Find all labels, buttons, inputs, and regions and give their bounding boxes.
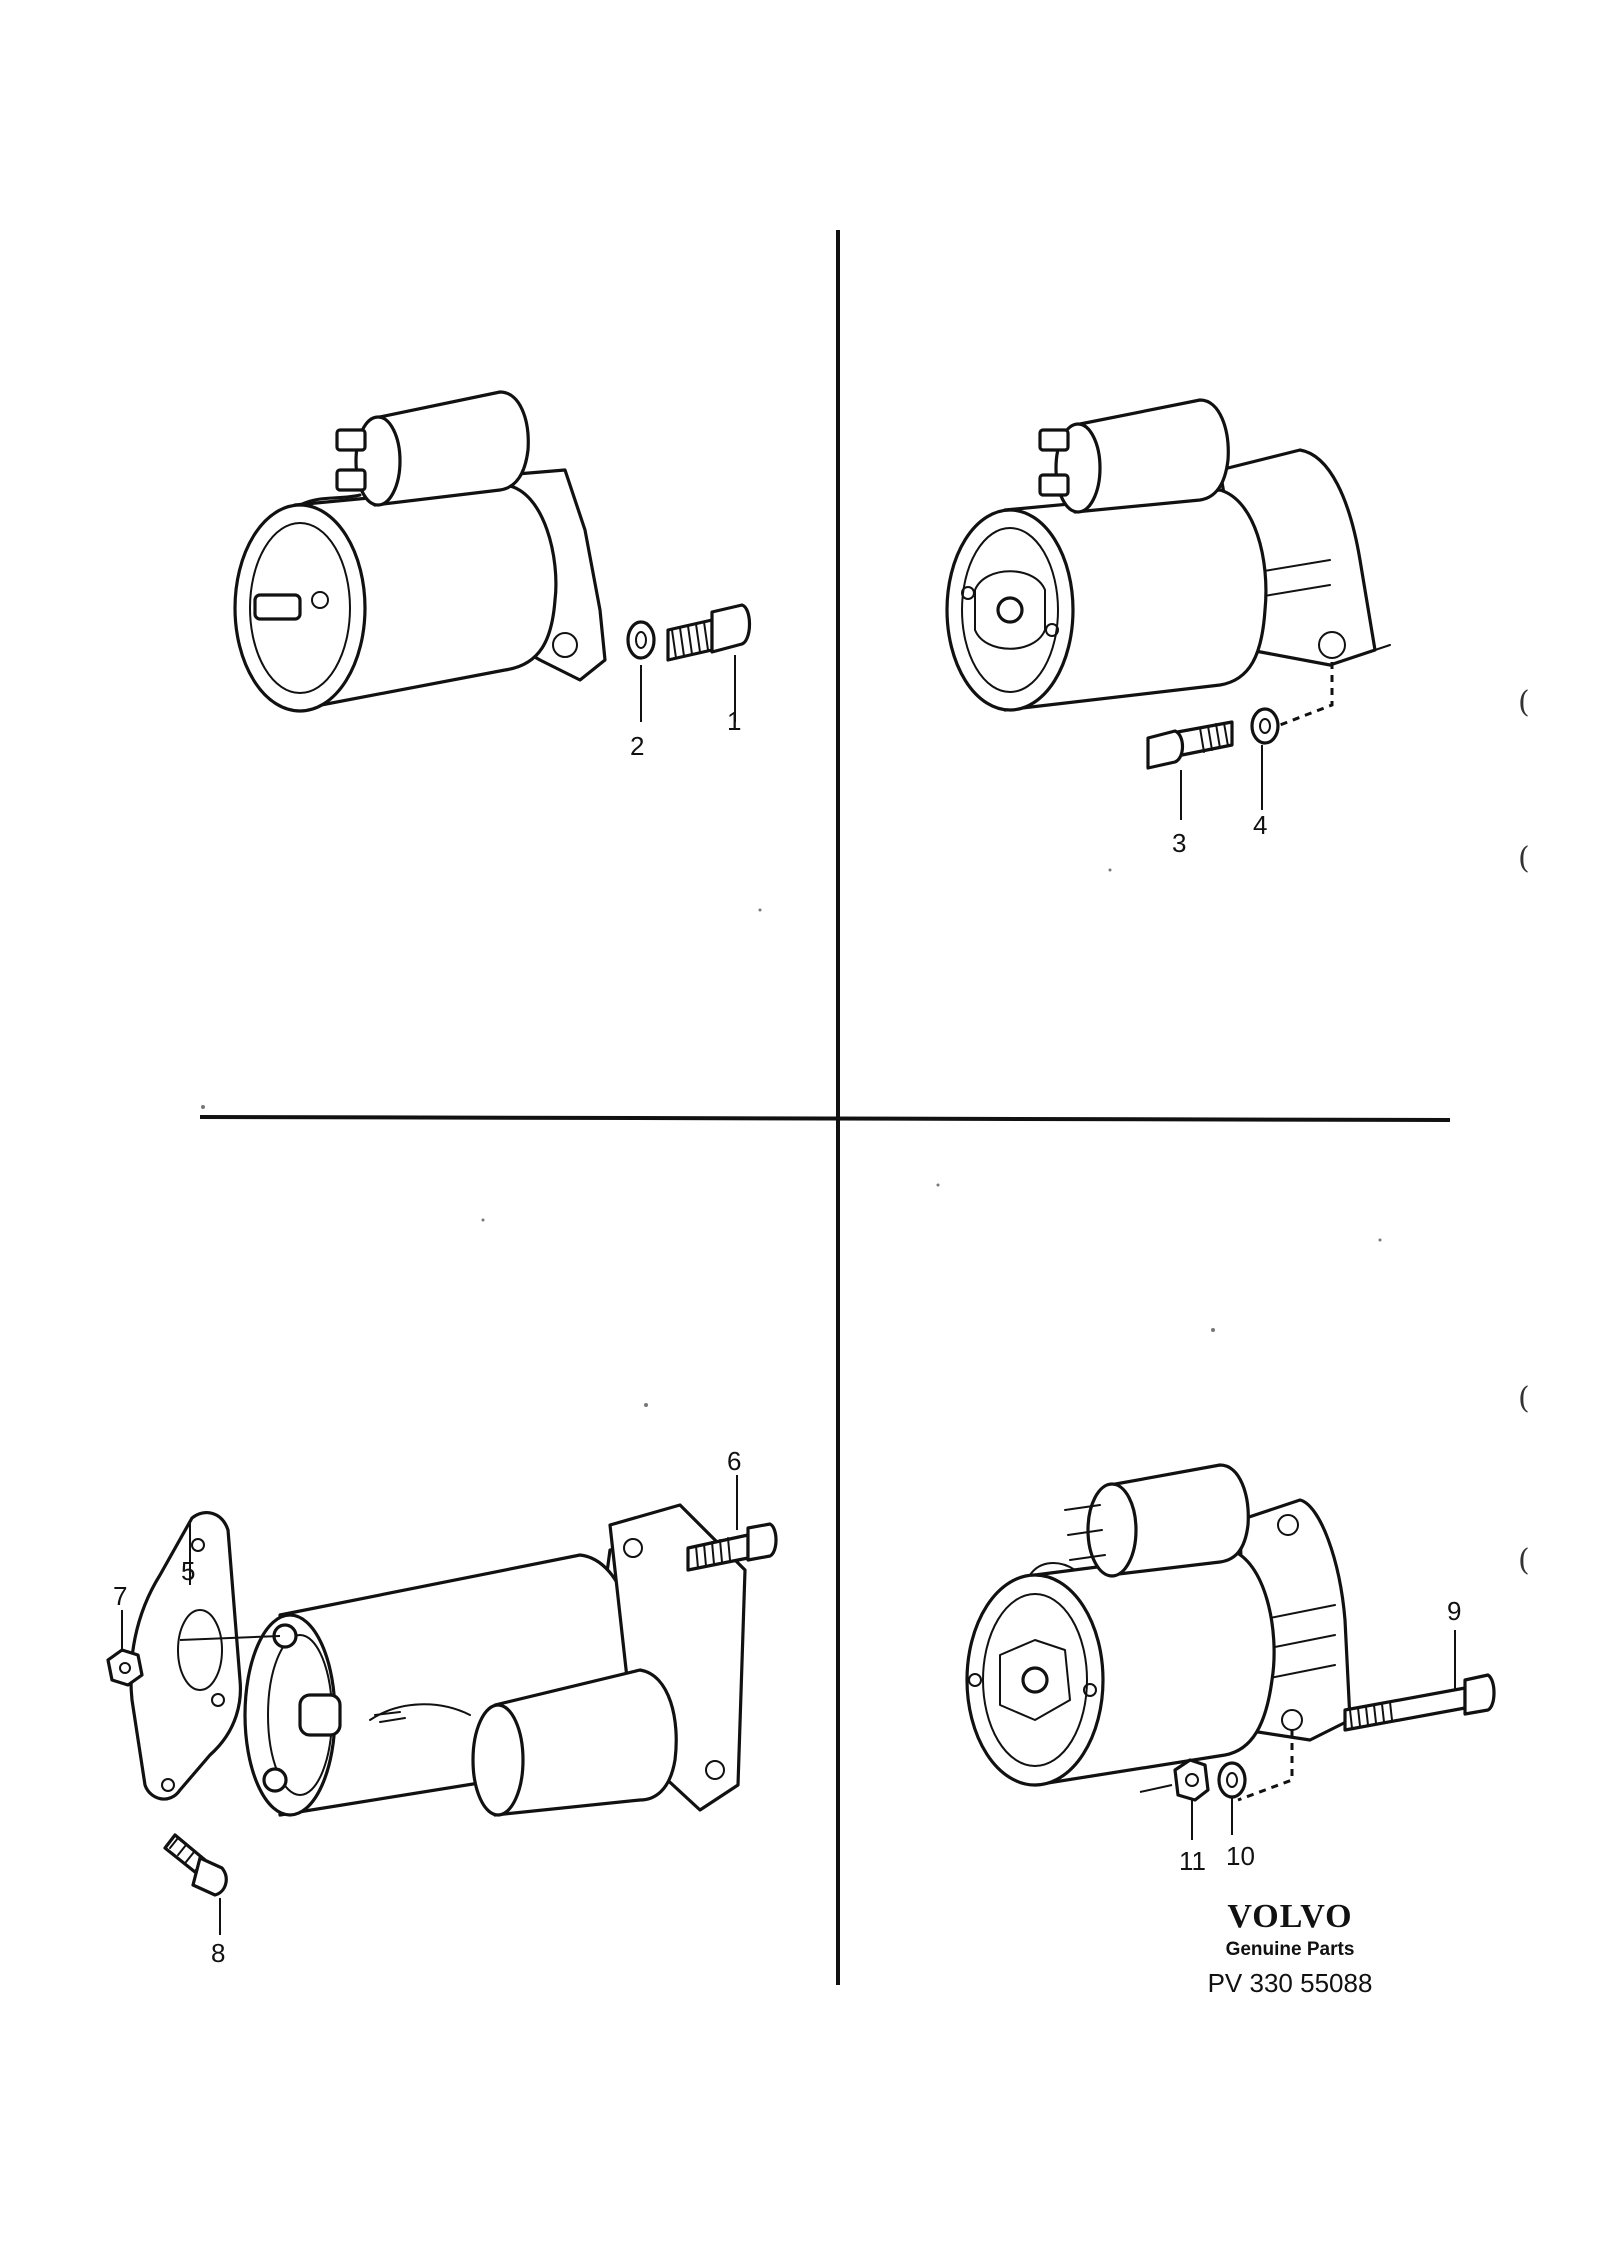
- washer-2: [626, 620, 656, 660]
- starter-motor-q2: [945, 398, 1391, 712]
- margin-mark: (: [1518, 841, 1530, 876]
- callout-2: 2: [630, 731, 644, 761]
- scan-specks: [201, 868, 1382, 1407]
- starter-motor-q3: [243, 1503, 747, 1817]
- bolt-1: [666, 603, 752, 662]
- genuine-parts-label: Genuine Parts: [1226, 1939, 1355, 1960]
- callout-11: 11: [1179, 1846, 1206, 1876]
- margin-mark: (: [1518, 1381, 1530, 1416]
- bolt-9: [1343, 1673, 1496, 1732]
- callout-1: 1: [727, 706, 741, 736]
- volvo-logo: VOLVO: [1227, 1898, 1352, 1935]
- nut-7: [106, 1648, 144, 1687]
- bracket-5: [129, 1511, 243, 1801]
- starter-motor-q1: [233, 390, 607, 713]
- margin-mark: (: [1518, 685, 1530, 720]
- margin-mark: (: [1518, 1543, 1530, 1578]
- callout-5: 5: [181, 1556, 195, 1586]
- callout-9: 9: [1447, 1596, 1461, 1626]
- washer-4: [1250, 707, 1280, 745]
- callout-6: 6: [727, 1446, 741, 1476]
- callout-7: 7: [113, 1581, 127, 1611]
- horizontal-divider: [199, 1115, 1451, 1122]
- callout-10: 10: [1226, 1841, 1255, 1871]
- bolt-6: [686, 1522, 778, 1572]
- callout-4: 4: [1253, 810, 1267, 840]
- part-code: PV 330 55088: [1208, 1968, 1373, 1998]
- bolt-8: [163, 1833, 228, 1897]
- bolt-3: [1146, 720, 1234, 770]
- callout-3: 3: [1172, 828, 1186, 858]
- starter-motor-q4: [965, 1463, 1352, 1787]
- callout-8: 8: [211, 1938, 225, 1968]
- nut-11: [1173, 1758, 1210, 1802]
- washer-10: [1217, 1761, 1247, 1799]
